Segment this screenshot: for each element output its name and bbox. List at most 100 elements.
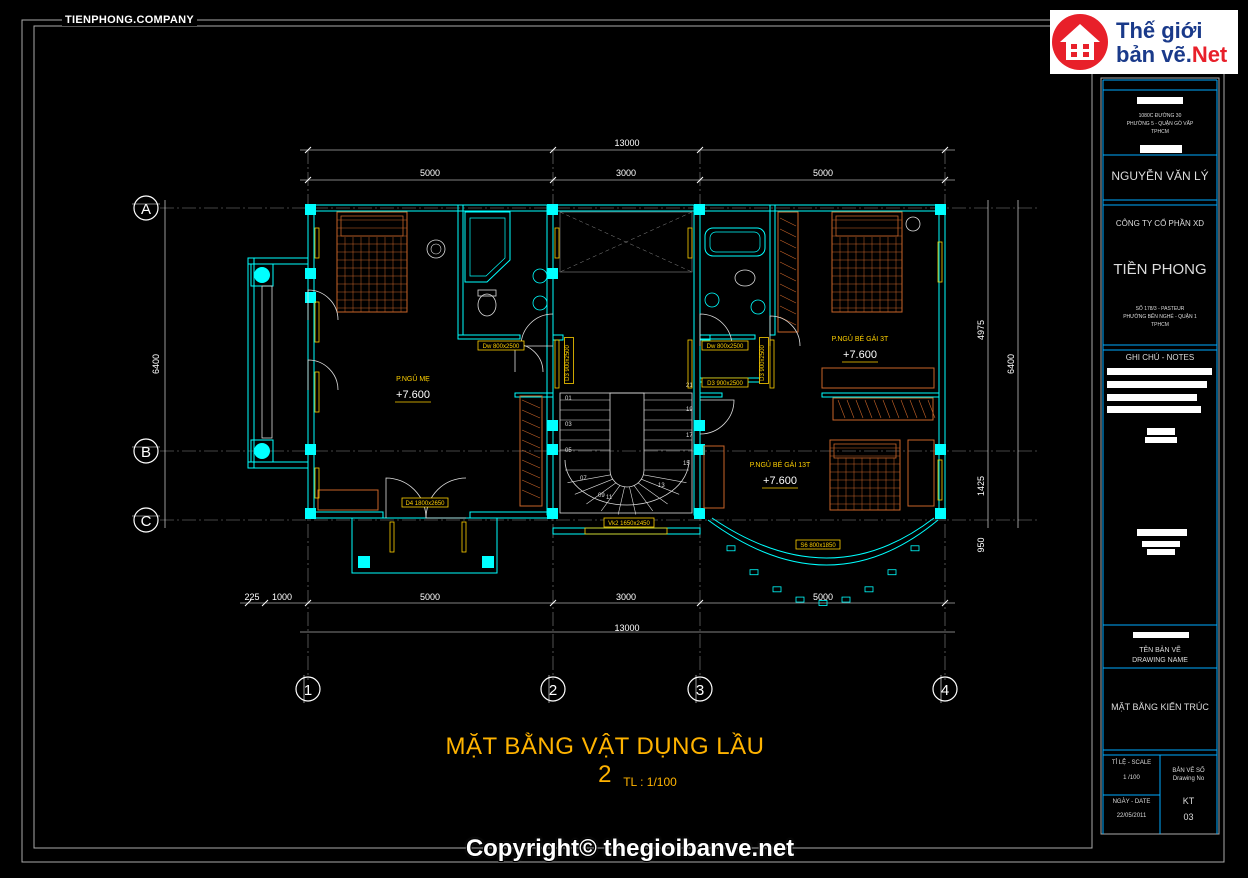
bay-window-pane: [864, 586, 874, 593]
window-frame: [554, 227, 560, 259]
grid-label-col: 3: [696, 682, 704, 699]
tag-dw800-b-box: [701, 340, 749, 351]
curved-bay-outer: [707, 519, 939, 566]
grid-label-row: C: [141, 513, 152, 530]
wardrobe-hanger: [521, 479, 541, 489]
wall-segment: [821, 392, 940, 398]
wardrobe-hanger: [837, 399, 846, 419]
wardrobe-hanger: [891, 399, 900, 419]
wall-segment: [514, 392, 554, 398]
wardrobe-hanger: [873, 399, 882, 419]
bath-tub-2: [704, 227, 766, 257]
wardrobe-master: [519, 395, 543, 507]
tag-s6-box: [795, 539, 841, 550]
wardrobe-hanger: [846, 399, 855, 419]
wardrobe-hanger: [900, 399, 909, 419]
window-frame: [314, 301, 320, 343]
door-swing: [425, 477, 467, 519]
bay-window-pane: [772, 586, 782, 593]
wardrobe-hanger: [779, 261, 797, 271]
copyright-watermark: Copyright© thegioibanve.net: [465, 835, 795, 862]
wall-segment: [552, 334, 564, 341]
window-frame: [314, 467, 320, 499]
wall-column: [935, 444, 946, 455]
tb-drawing-name-label1: TÊN BẢN VẼ: [1139, 647, 1181, 654]
wardrobe-hanger: [521, 429, 541, 439]
drawing-title: MẶT BẰNG VẬT DỤNG LẦU 2: [445, 733, 765, 788]
toilet-2: [734, 269, 756, 287]
window-frame: [554, 339, 560, 389]
dim-right-segment: 4975: [976, 320, 986, 340]
wall-segment: [457, 204, 464, 336]
door-swing: [699, 313, 733, 347]
dim-tick: [304, 599, 312, 607]
house-logo-icon: [1052, 14, 1108, 70]
stair-tread-curved: [637, 482, 668, 505]
tb-drawing-no-code: KT: [1182, 796, 1195, 806]
door-swing: [307, 359, 339, 391]
tb-address2: PHƯỜNG 5 - QUẬN GÒ VẤP: [1126, 121, 1194, 127]
wardrobe-hanger: [882, 399, 891, 419]
door-swing: [699, 399, 735, 435]
dim-right-segment: 1425: [976, 476, 986, 496]
bay-window-pane: [910, 545, 920, 552]
dim-tick: [941, 146, 949, 154]
room-name: P.NGỦ BÉ GÁI 13T: [750, 460, 811, 469]
wardrobe-3t: [777, 211, 799, 333]
dim-bottom-segment: 1000: [272, 592, 292, 602]
wall-column: [694, 204, 705, 215]
stair-step-number: 09: [598, 493, 605, 499]
grid-bubble-col: [540, 676, 566, 702]
stair-step-number: 11: [606, 495, 613, 501]
bath-tub-corner: [464, 211, 511, 283]
stair-tread-curved: [574, 478, 613, 495]
wardrobe-hanger: [864, 399, 873, 419]
tag-d3-b-box: [564, 337, 574, 384]
wardrobe-hanger: [521, 459, 541, 469]
dim-tick: [696, 599, 704, 607]
wardrobe-hanger: [521, 399, 541, 409]
bath-tub-corner-inner: [469, 217, 506, 277]
wall-column: [305, 444, 316, 455]
dim-bottom-total: 13000: [614, 623, 639, 633]
stair-tread-curved: [643, 474, 687, 483]
tb-notes-label: GHI CHÚ - NOTES: [1125, 353, 1195, 362]
stair-outline: [559, 392, 693, 514]
bay-window-pane: [726, 545, 736, 552]
stair-tread-curved: [617, 486, 625, 515]
wardrobe-hanger: [779, 294, 797, 304]
tb-drawing-name: MẶT BẰNG KIẾN TRÚC: [1111, 702, 1209, 712]
void-cross: [559, 211, 693, 273]
balcony-column-box: [250, 439, 274, 463]
side-table-2: [905, 216, 921, 232]
grid-bubble-row: [133, 195, 159, 221]
wall-column: [305, 508, 316, 519]
dim-right-total: 6400: [1006, 354, 1016, 374]
wall-column: [305, 268, 316, 279]
window-frame: [769, 339, 775, 389]
wall-column: [694, 420, 705, 431]
dim-tick: [549, 176, 557, 184]
stair-step-number: 05: [565, 448, 572, 454]
wall-column: [547, 204, 558, 215]
bay-window-pane: [841, 596, 851, 603]
outer-frame: [21, 19, 1225, 863]
window-frame: [461, 521, 467, 553]
bed-master: [336, 211, 408, 313]
balcony-rail: [261, 285, 273, 439]
wall-column: [547, 268, 558, 279]
tb-date-value: 22/05/2011: [1116, 813, 1147, 819]
bath-tub-2-inner: [709, 231, 761, 253]
redacted-blocks: [1107, 97, 1212, 638]
room-level: +7.600: [763, 475, 797, 487]
tag-d3-a: D3 900x2500: [707, 381, 743, 387]
bay-window-pane: [749, 569, 759, 576]
toilet-1: [477, 293, 497, 317]
wall-column: [547, 508, 558, 519]
dim-bottom-segment: 5000: [813, 592, 833, 602]
wall-segment: [699, 392, 723, 398]
stair-step-number: 01: [565, 396, 572, 402]
bay-window-pane: [795, 596, 805, 603]
grid-label-row: A: [141, 201, 151, 218]
